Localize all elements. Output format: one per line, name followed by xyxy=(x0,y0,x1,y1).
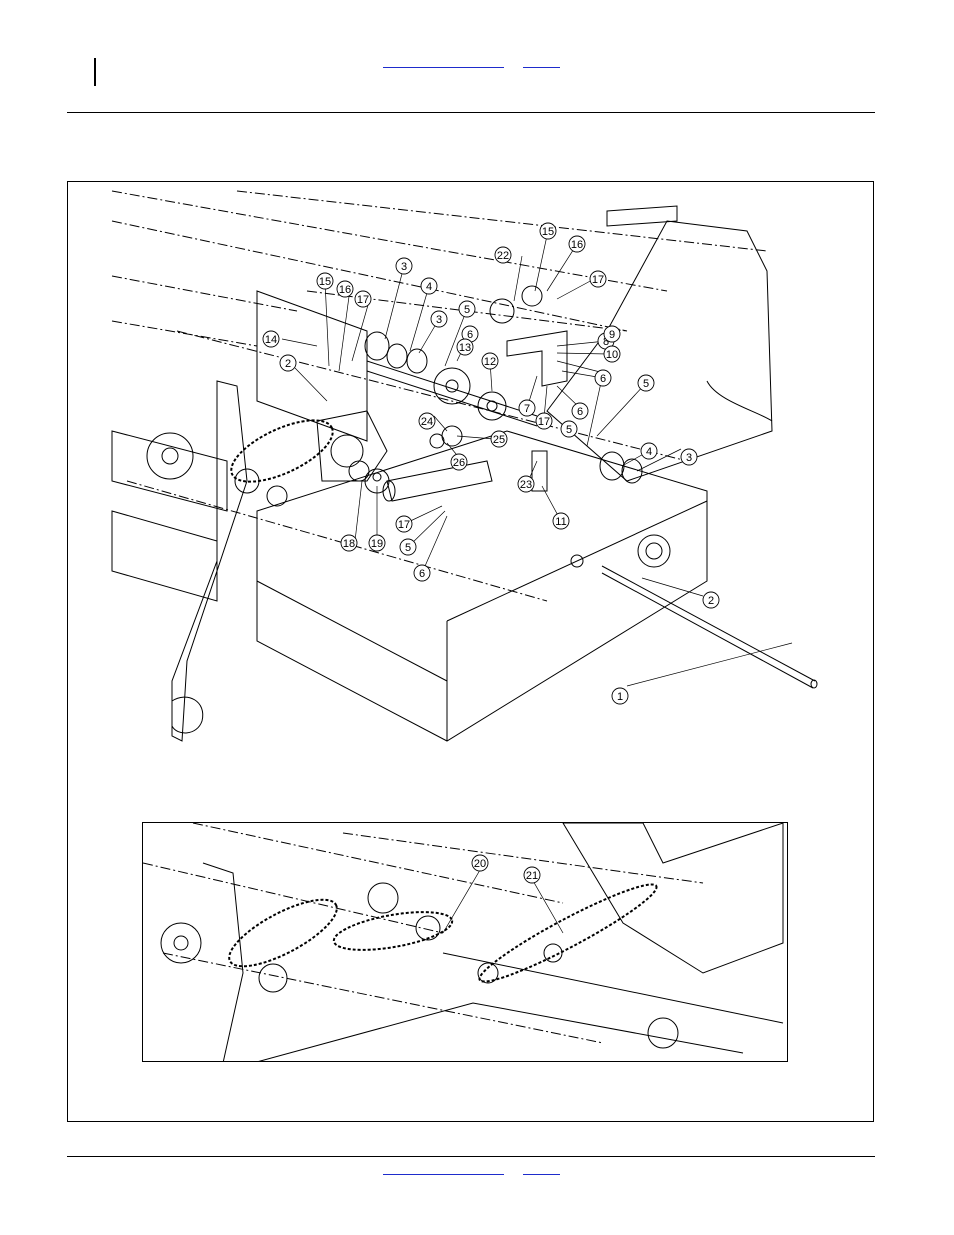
header-margin-bar xyxy=(94,58,96,86)
svg-text:11: 11 xyxy=(555,516,566,528)
callout-25: 25 xyxy=(490,430,508,448)
svg-text:5: 5 xyxy=(566,424,572,436)
callouts-inset: 20 21 xyxy=(471,854,541,884)
callout-17-a: 17 xyxy=(354,290,372,308)
callout-24: 24 xyxy=(418,412,436,430)
header-link-2[interactable] xyxy=(523,67,560,68)
svg-text:15: 15 xyxy=(319,276,331,288)
callout-13: 13 xyxy=(456,338,474,356)
svg-text:20: 20 xyxy=(474,858,486,870)
callout-23: 23 xyxy=(517,475,535,493)
callout-5-b: 5 xyxy=(637,374,655,392)
svg-text:14: 14 xyxy=(265,334,277,346)
callout-20: 20 xyxy=(471,854,489,872)
svg-text:19: 19 xyxy=(371,538,383,550)
callout-2-left: 2 xyxy=(279,354,297,372)
svg-text:13: 13 xyxy=(459,342,471,354)
callout-14: 14 xyxy=(262,330,280,348)
svg-text:12: 12 xyxy=(484,356,496,368)
svg-text:6: 6 xyxy=(600,373,606,385)
callouts-main: 1 2 2 3 3 3 4 4 5 5 5 5 6 6 6 6 7 8 9 10… xyxy=(262,222,720,705)
callout-16-a: 16 xyxy=(336,280,354,298)
svg-text:5: 5 xyxy=(464,304,470,316)
svg-text:8: 8 xyxy=(603,336,609,348)
callout-17-c: 17 xyxy=(535,412,553,430)
callout-17-d: 17 xyxy=(395,515,413,533)
svg-text:6: 6 xyxy=(419,568,425,580)
svg-text:17: 17 xyxy=(357,294,369,306)
svg-text:17: 17 xyxy=(592,274,604,286)
svg-text:2: 2 xyxy=(708,595,714,607)
callout-7: 7 xyxy=(518,399,536,417)
figure-frame xyxy=(67,181,874,1122)
footer-rule xyxy=(67,1156,875,1157)
callout-4-a: 4 xyxy=(420,277,438,295)
svg-text:6: 6 xyxy=(467,329,473,341)
svg-text:2: 2 xyxy=(285,358,291,370)
callout-1: 1 xyxy=(611,687,629,705)
callout-21: 21 xyxy=(523,866,541,884)
callout-3-c: 3 xyxy=(680,448,698,466)
svg-text:15: 15 xyxy=(542,226,554,238)
callout-11: 11 xyxy=(552,512,570,530)
svg-text:16: 16 xyxy=(339,284,351,296)
svg-text:16: 16 xyxy=(571,239,583,251)
svg-text:7: 7 xyxy=(524,403,530,415)
callout-3-b: 3 xyxy=(430,310,448,328)
callout-12: 12 xyxy=(481,352,499,370)
header-link-1[interactable] xyxy=(383,67,504,68)
svg-text:10: 10 xyxy=(606,349,618,361)
callout-4-b: 4 xyxy=(640,442,658,460)
svg-text:18: 18 xyxy=(343,538,355,550)
svg-text:21: 21 xyxy=(526,870,538,882)
callout-18: 18 xyxy=(340,534,358,552)
callout-26: 26 xyxy=(450,453,468,471)
callout-15-b: 15 xyxy=(539,222,557,240)
svg-text:6: 6 xyxy=(577,406,583,418)
callout-5-c: 5 xyxy=(560,420,578,438)
svg-text:4: 4 xyxy=(646,446,652,458)
callout-10: 10 xyxy=(603,345,621,363)
footer-link-2[interactable] xyxy=(523,1174,560,1175)
svg-text:9: 9 xyxy=(609,329,615,341)
svg-text:25: 25 xyxy=(493,434,505,446)
parts-drawing: 1 2 2 3 3 3 4 4 5 5 5 5 6 6 6 6 7 8 9 10… xyxy=(111,190,818,742)
callout-5-a: 5 xyxy=(458,300,476,318)
callout-2-right: 2 xyxy=(702,591,720,609)
svg-text:4: 4 xyxy=(426,281,432,293)
svg-text:3: 3 xyxy=(686,452,692,464)
callout-5-d: 5 xyxy=(399,538,417,556)
svg-text:17: 17 xyxy=(398,519,410,531)
svg-text:24: 24 xyxy=(421,416,433,428)
callout-6-d: 6 xyxy=(413,564,431,582)
svg-text:3: 3 xyxy=(401,261,407,273)
callout-17-b: 17 xyxy=(589,270,607,288)
svg-text:3: 3 xyxy=(436,314,442,326)
callout-16-b: 16 xyxy=(568,235,586,253)
header-rule xyxy=(67,112,875,113)
svg-text:1: 1 xyxy=(617,691,623,703)
callout-6-b: 6 xyxy=(594,369,612,387)
callout-15-a: 15 xyxy=(316,272,334,290)
callout-3-a: 3 xyxy=(395,257,413,275)
inset-frame: 20 21 xyxy=(142,822,788,1062)
svg-text:5: 5 xyxy=(643,378,649,390)
callout-9: 9 xyxy=(603,325,621,343)
svg-text:22: 22 xyxy=(497,250,509,262)
callout-19: 19 xyxy=(368,534,386,552)
svg-text:23: 23 xyxy=(520,479,532,491)
svg-text:26: 26 xyxy=(453,457,465,469)
footer-link-1[interactable] xyxy=(383,1174,504,1175)
svg-text:5: 5 xyxy=(405,542,411,554)
callout-6-c: 6 xyxy=(571,402,589,420)
callout-22: 22 xyxy=(494,246,512,264)
svg-text:17: 17 xyxy=(538,416,550,428)
inset-drawing: 20 21 xyxy=(143,823,784,1061)
